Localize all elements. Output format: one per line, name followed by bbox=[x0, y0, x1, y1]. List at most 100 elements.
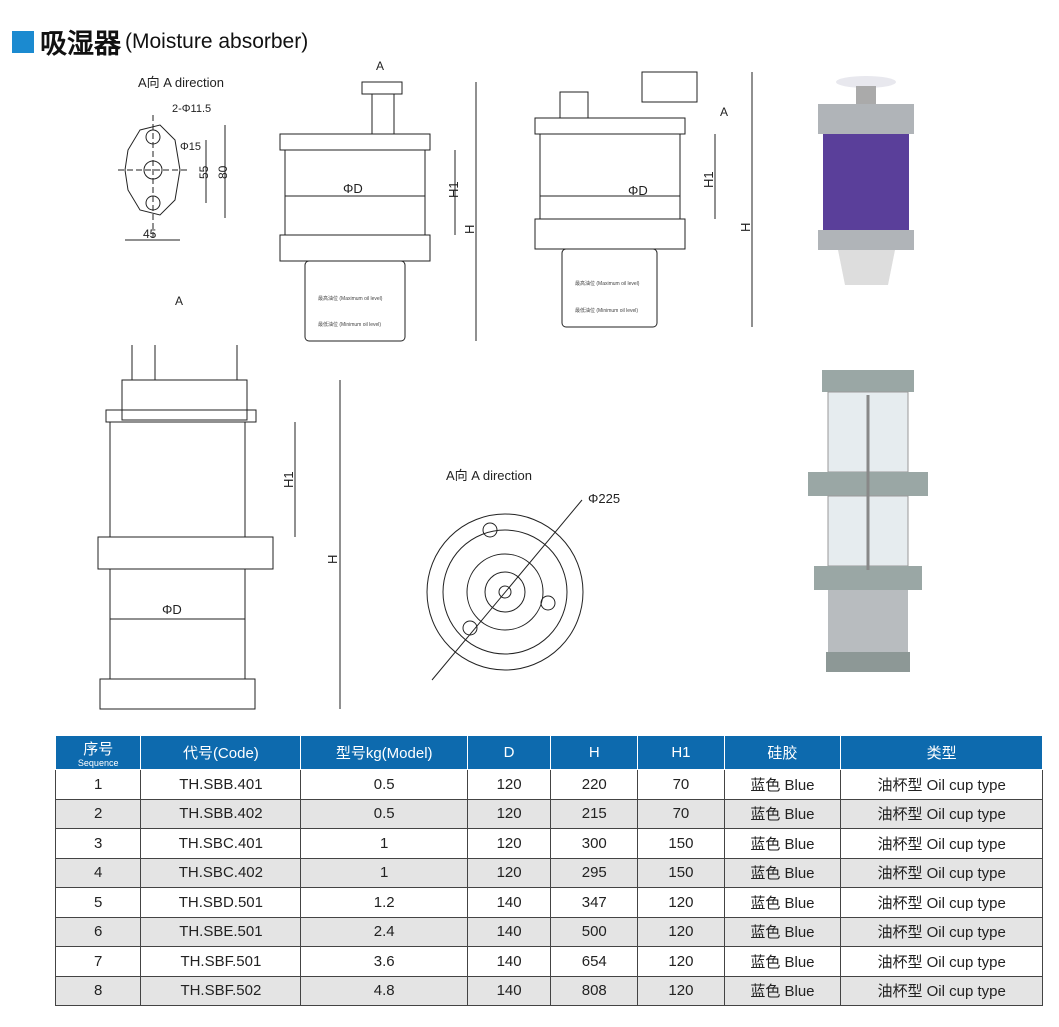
table-cell: TH.SBC.401 bbox=[140, 828, 302, 859]
table-cell: 蓝色 Blue bbox=[723, 975, 842, 1006]
table-cell: 蓝色 Blue bbox=[723, 769, 842, 800]
hole-spec-label: 2-Φ11.5 bbox=[172, 103, 211, 115]
title-cn: 吸湿器 bbox=[40, 29, 121, 59]
table-cell: 140 bbox=[466, 916, 552, 947]
table-cell: 140 bbox=[466, 975, 552, 1006]
dim-55: 55 bbox=[197, 165, 211, 179]
phi-225-label: Φ225 bbox=[588, 491, 620, 506]
table-cell: 120 bbox=[466, 828, 552, 859]
table-cell: 300 bbox=[550, 828, 639, 859]
column-header: 代号(Code) bbox=[140, 735, 302, 770]
dim-80: 80 bbox=[216, 165, 230, 179]
front-view-drawing-2: ΦD A H1 H 最高油位 (Maximum oil level) 最低油位 … bbox=[534, 71, 753, 328]
header-label: 代号(Code) bbox=[182, 745, 259, 762]
table-cell: 70 bbox=[637, 798, 725, 829]
table-cell: 2.4 bbox=[300, 916, 468, 947]
column-header: H1 bbox=[637, 735, 725, 770]
table-cell: 4.8 bbox=[300, 975, 468, 1006]
table-cell: 1 bbox=[300, 828, 468, 859]
h1-label: H1 bbox=[281, 471, 296, 488]
table-cell: 808 bbox=[550, 975, 639, 1006]
header-label: H1 bbox=[671, 744, 691, 761]
table-cell: 1 bbox=[54, 769, 142, 800]
table-cell: 120 bbox=[637, 975, 725, 1006]
table-cell: 215 bbox=[550, 798, 639, 829]
h-label: H bbox=[325, 555, 340, 564]
h-label: H bbox=[462, 225, 477, 234]
table-cell: 150 bbox=[637, 828, 725, 859]
table-cell: 油杯型 Oil cup type bbox=[840, 916, 1043, 947]
table-cell: 油杯型 Oil cup type bbox=[840, 946, 1043, 977]
column-header: 型号kg(Model) bbox=[300, 735, 468, 770]
table-cell: 500 bbox=[550, 916, 639, 947]
table-cell: 蓝色 Blue bbox=[723, 887, 842, 918]
h-label: H bbox=[738, 223, 753, 232]
header-sublabel: Sequence bbox=[77, 757, 119, 768]
table-cell: 220 bbox=[550, 769, 639, 800]
a-direction-label: A向 A direction bbox=[138, 75, 224, 90]
column-header: D bbox=[466, 735, 552, 770]
header-label: 类型 bbox=[926, 745, 957, 762]
table-cell: 油杯型 Oil cup type bbox=[840, 769, 1043, 800]
table-cell: 347 bbox=[550, 887, 639, 918]
table-cell: 油杯型 Oil cup type bbox=[840, 887, 1043, 918]
table-cell: TH.SBB.402 bbox=[140, 798, 302, 829]
flange-drawing: A向 A direction 2-Φ11.5 Φ15 55 80 45 bbox=[118, 75, 230, 241]
column-header: H bbox=[550, 735, 639, 770]
table-cell: 油杯型 Oil cup type bbox=[840, 975, 1043, 1006]
table-cell: 3 bbox=[54, 828, 142, 859]
min-oil-label: 最低油位 (Minimum oil level) bbox=[318, 321, 381, 328]
table-cell: 油杯型 Oil cup type bbox=[840, 828, 1043, 859]
table-cell: 120 bbox=[466, 857, 552, 888]
table-cell: 0.5 bbox=[300, 769, 468, 800]
front-view-drawing-3: A ΦD H1 H bbox=[97, 294, 341, 710]
table-cell: 2 bbox=[54, 798, 142, 829]
phi-d-label: ΦD bbox=[343, 181, 363, 196]
header-label: 型号kg(Model) bbox=[335, 745, 433, 762]
center-hole-label: Φ15 bbox=[180, 141, 201, 153]
table-cell: 7 bbox=[54, 946, 142, 977]
column-header: 类型 bbox=[840, 735, 1043, 770]
table-cell: 8 bbox=[54, 975, 142, 1006]
header-label: D bbox=[503, 744, 515, 761]
table-cell: 蓝色 Blue bbox=[723, 828, 842, 859]
table-cell: TH.SBE.501 bbox=[140, 916, 302, 947]
a-direction-label: A向 A direction bbox=[446, 468, 532, 483]
phi-d-label: ΦD bbox=[628, 183, 648, 198]
table-cell: 654 bbox=[550, 946, 639, 977]
table-cell: 120 bbox=[466, 769, 552, 800]
title-en: (Moisture absorber) bbox=[125, 29, 309, 53]
table-cell: TH.SBD.501 bbox=[140, 887, 302, 918]
min-oil-label: 最低油位 (Minimum oil level) bbox=[575, 307, 638, 314]
table-cell: TH.SBB.401 bbox=[140, 769, 302, 800]
a-mark: A bbox=[720, 105, 728, 119]
section-title: 吸湿器 (Moisture absorber) bbox=[12, 22, 308, 61]
header-label: 序号 bbox=[83, 740, 114, 758]
dim-45: 45 bbox=[143, 227, 157, 241]
header-label: H bbox=[588, 744, 600, 761]
table-cell: 140 bbox=[466, 946, 552, 977]
table-cell: 120 bbox=[637, 946, 725, 977]
table-cell: 150 bbox=[637, 857, 725, 888]
table-cell: 蓝色 Blue bbox=[723, 916, 842, 947]
table-cell: 蓝色 Blue bbox=[723, 857, 842, 888]
top-view-drawing: A向 A direction Φ225 bbox=[426, 468, 620, 681]
table-cell: 120 bbox=[637, 916, 725, 947]
h1-label: H1 bbox=[701, 171, 716, 188]
table-cell: 油杯型 Oil cup type bbox=[840, 798, 1043, 829]
table-cell: 70 bbox=[637, 769, 725, 800]
front-view-drawing-1: A ΦD H1 H 最高油位 (Maximum oil level) 最低油位 … bbox=[279, 59, 477, 342]
table-cell: TH.SBC.402 bbox=[140, 857, 302, 888]
table-cell: 120 bbox=[466, 798, 552, 829]
a-mark: A bbox=[376, 59, 384, 73]
max-oil-label: 最高油位 (Maximum oil level) bbox=[575, 280, 640, 287]
header-label: 硅胶 bbox=[767, 745, 798, 762]
